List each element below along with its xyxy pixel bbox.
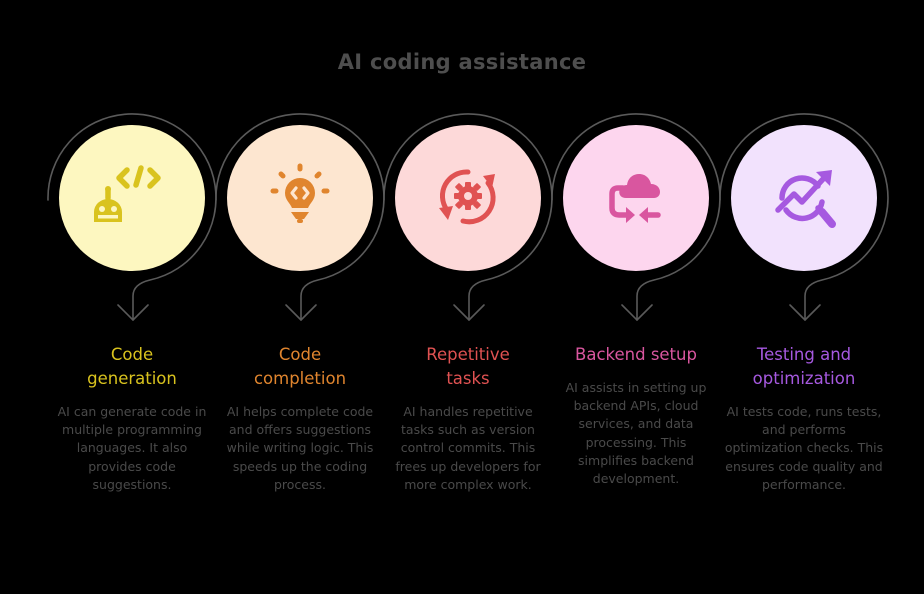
step-circle — [395, 125, 541, 271]
arrow-down-icon-1 — [117, 304, 149, 321]
arrow-down-icon-5 — [789, 304, 821, 321]
step-description: AI assists in setting up backend APIs, c… — [565, 380, 707, 487]
label-line: Code — [278, 345, 322, 364]
arrow-down-icon-4 — [621, 304, 653, 321]
gear-sync-icon — [439, 169, 496, 225]
label-line: Backend setup — [575, 345, 697, 364]
ring-arc-3 — [383, 113, 553, 321]
cloud-sync-icon — [609, 174, 661, 223]
step-description: AI handles repetitive tasks such as vers… — [395, 404, 541, 492]
step-label: Code completion — [216, 343, 384, 391]
step-circle — [59, 125, 205, 271]
step-label: Backend setup — [552, 343, 720, 367]
ring-arc-1 — [47, 113, 217, 321]
step-circle — [227, 125, 373, 271]
diagram-title: AI coding assistance — [337, 50, 587, 74]
label-line: Testing and — [756, 345, 852, 364]
ring-arc-2 — [215, 113, 385, 321]
arrow-down-icon-2 — [285, 304, 317, 321]
lightbulb-code-icon — [270, 163, 330, 223]
step-description: AI can generate code in multiple program… — [57, 404, 207, 492]
label-line: Code — [110, 345, 154, 364]
step-description: AI helps complete code and offers sugges… — [226, 404, 374, 492]
ring-arc-5 — [719, 113, 889, 321]
ring-arc-4 — [551, 113, 721, 321]
label-line: tasks — [446, 369, 490, 388]
step-description: AI tests code, runs tests, and performs … — [724, 404, 884, 492]
label-line: optimization — [752, 369, 856, 388]
label-line: generation — [87, 369, 177, 388]
step-circle — [563, 125, 709, 271]
robot-code-icon — [94, 165, 161, 222]
label-line: completion — [253, 369, 347, 388]
step-label: Testing and optimization — [720, 343, 888, 391]
step-label: Repetitive tasks — [384, 343, 552, 391]
step-circle — [731, 125, 877, 271]
chart-search-icon — [775, 170, 836, 228]
arrow-down-icon-3 — [453, 304, 485, 321]
label-line: Repetitive — [426, 345, 510, 364]
step-label: Code generation — [48, 343, 216, 391]
